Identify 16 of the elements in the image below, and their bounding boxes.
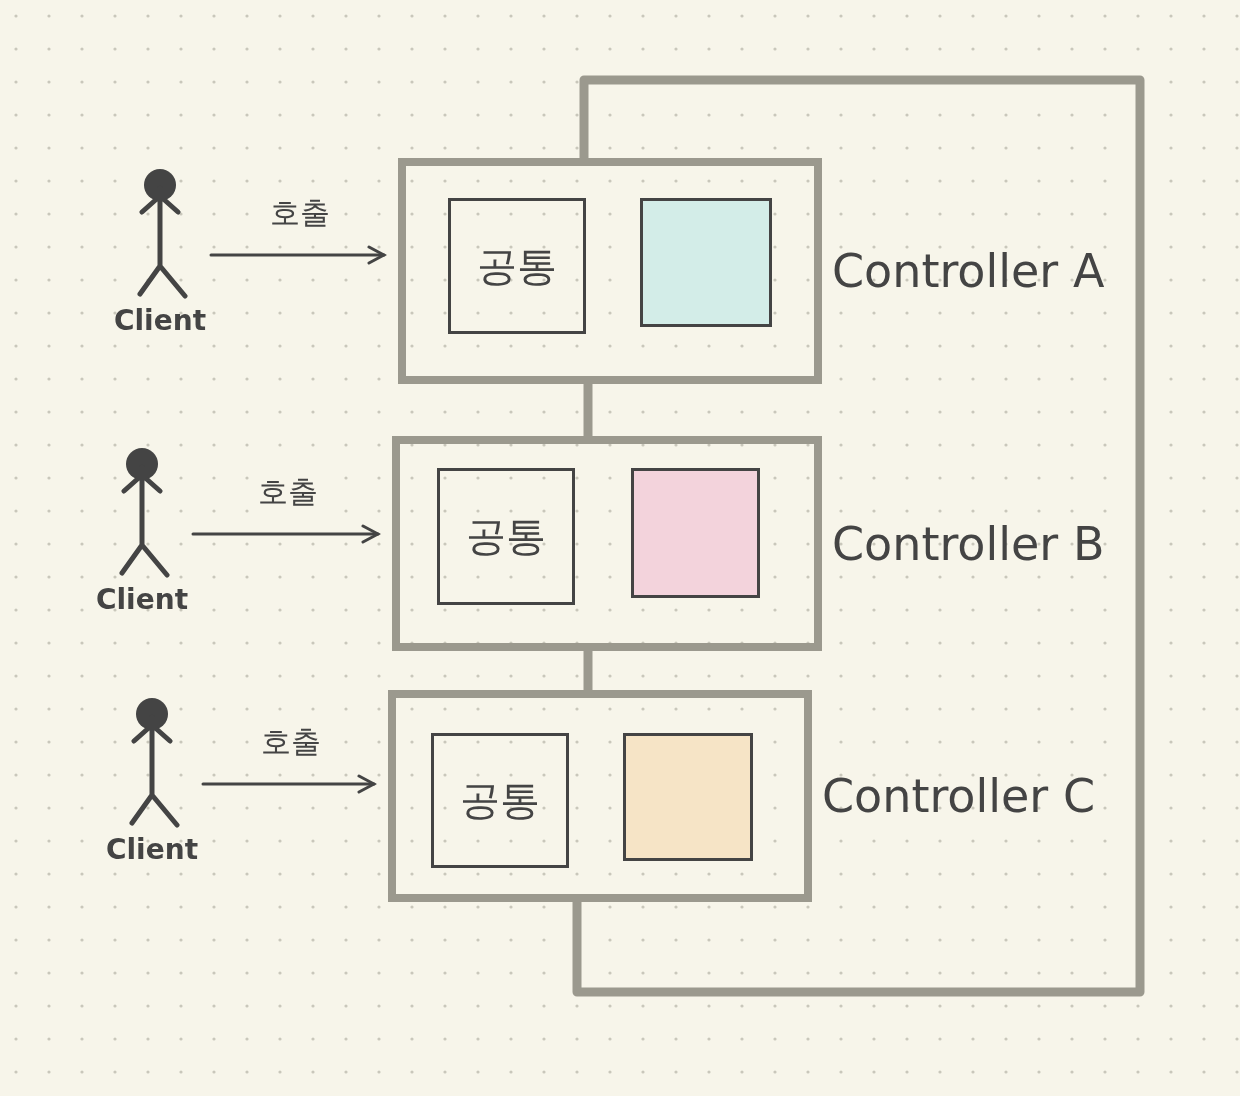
arrow xyxy=(209,245,386,265)
client-label: Client xyxy=(95,583,189,616)
colored-box xyxy=(631,468,760,598)
colored-box xyxy=(640,198,772,327)
client-label: Client xyxy=(113,304,207,337)
common-box: 공통 xyxy=(437,468,575,605)
client-label: Client xyxy=(105,833,199,866)
connector-line xyxy=(572,75,1145,997)
controller-label: Controller C xyxy=(822,769,1095,823)
controller-label: Controller B xyxy=(832,516,1105,571)
controller-label: Controller A xyxy=(832,244,1105,298)
common-box: 공통 xyxy=(448,198,586,334)
arrow xyxy=(191,524,380,544)
arrow xyxy=(201,774,376,794)
common-box: 공통 xyxy=(431,733,569,868)
colored-box xyxy=(623,733,753,861)
